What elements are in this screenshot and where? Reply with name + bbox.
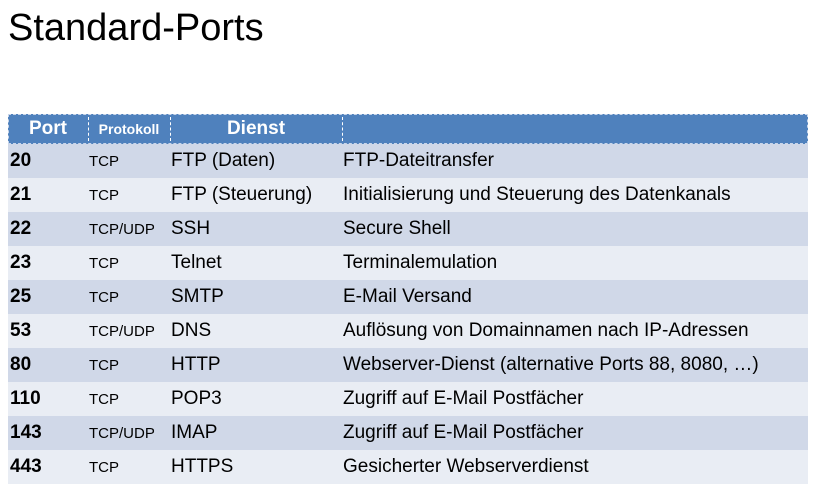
port-cell: 25 (10, 286, 32, 307)
port-cell: 80 (10, 354, 32, 375)
dienst-cell: HTTP (171, 354, 221, 375)
header-port: Port (29, 118, 67, 139)
protokoll-cell: TCP/UDP (89, 220, 155, 238)
protokoll-cell: TCP/UDP (89, 322, 155, 340)
protokoll-cell: TCP/UDP (89, 424, 155, 442)
table-row: 143 TCP/UDP IMAP Zugriff auf E-Mail Postfäc… (8, 416, 808, 450)
dienst-cell: IMAP (171, 422, 218, 443)
beschreibung-cell: Zugriff auf E-Mail Postfächer (343, 422, 584, 443)
dienst-cell: POP3 (171, 388, 222, 409)
table-row: 21 TCP FTP (Steuerung) Initialisierung und … (8, 178, 808, 212)
table-row: 110 TCP POP3 Zugriff auf E-Mail Postfächer (8, 382, 808, 416)
beschreibung-cell: Terminalemulation (343, 252, 498, 273)
table-row: 80 TCP HTTP Webserver-Dienst (alternative P… (8, 348, 808, 382)
port-cell: 143 (10, 422, 42, 443)
beschreibung-cell: Webserver-Dienst (alternative Ports 88, … (343, 354, 759, 375)
port-cell: 110 (10, 388, 41, 409)
table-row: 22 TCP/UDP SSH Secure Shell (8, 212, 808, 246)
port-cell: 20 (10, 150, 32, 171)
port-cell: 21 (10, 184, 32, 205)
protokoll-cell: TCP (89, 356, 119, 374)
protokoll-cell: TCP (89, 390, 119, 408)
dienst-cell: Telnet (171, 252, 222, 273)
header-separator (170, 117, 171, 141)
protokoll-cell: TCP (89, 458, 119, 476)
beschreibung-cell: Initialisierung und Steuerung des Datenk… (343, 184, 731, 205)
port-cell: 443 (10, 456, 42, 477)
protokoll-cell: TCP (89, 288, 119, 306)
table-row: 23 TCP Telnet Terminalemulation (8, 246, 808, 280)
table-row: 25 TCP SMTP E-Mail Versand (8, 280, 808, 314)
table-row: 20 TCP FTP (Daten) FTP-Dateitransfer (8, 144, 808, 178)
table-row: 53 TCP/UDP DNS Auflösung von Domainnamen na… (8, 314, 808, 348)
beschreibung-cell: E-Mail Versand (343, 286, 472, 307)
beschreibung-cell: Secure Shell (343, 218, 451, 239)
protokoll-cell: TCP (89, 186, 119, 204)
protokoll-cell: TCP (89, 254, 119, 272)
beschreibung-cell: Zugriff auf E-Mail Postfächer (343, 388, 584, 409)
header-protokoll: Protokoll (98, 121, 160, 137)
port-cell: 22 (10, 218, 32, 239)
protokoll-cell: TCP (89, 152, 119, 170)
header-dienst: Dienst (226, 118, 286, 139)
port-cell: 23 (10, 252, 32, 273)
beschreibung-cell: Auflösung von Domainnamen nach IP-Adress… (343, 320, 749, 341)
dienst-cell: FTP (Daten) (171, 150, 276, 171)
header-beschreibung (342, 114, 808, 144)
beschreibung-cell: Gesicherter Webserverdienst (343, 456, 589, 477)
dienst-cell: SSH (171, 218, 211, 239)
header-separator (88, 117, 89, 141)
page-title: Standard-Ports (8, 7, 264, 49)
dienst-cell: FTP (Steuerung) (171, 184, 313, 205)
beschreibung-cell: FTP-Dateitransfer (343, 150, 494, 171)
table-row: 443 TCP HTTPS Gesicherter Webserverdienst (8, 450, 808, 484)
port-cell: 53 (10, 320, 32, 341)
table-header-row: Port Protokoll Dienst (8, 114, 808, 144)
dienst-cell: SMTP (171, 286, 224, 307)
dienst-cell: DNS (171, 320, 212, 341)
dienst-cell: HTTPS (171, 456, 234, 477)
header-separator (342, 117, 343, 141)
